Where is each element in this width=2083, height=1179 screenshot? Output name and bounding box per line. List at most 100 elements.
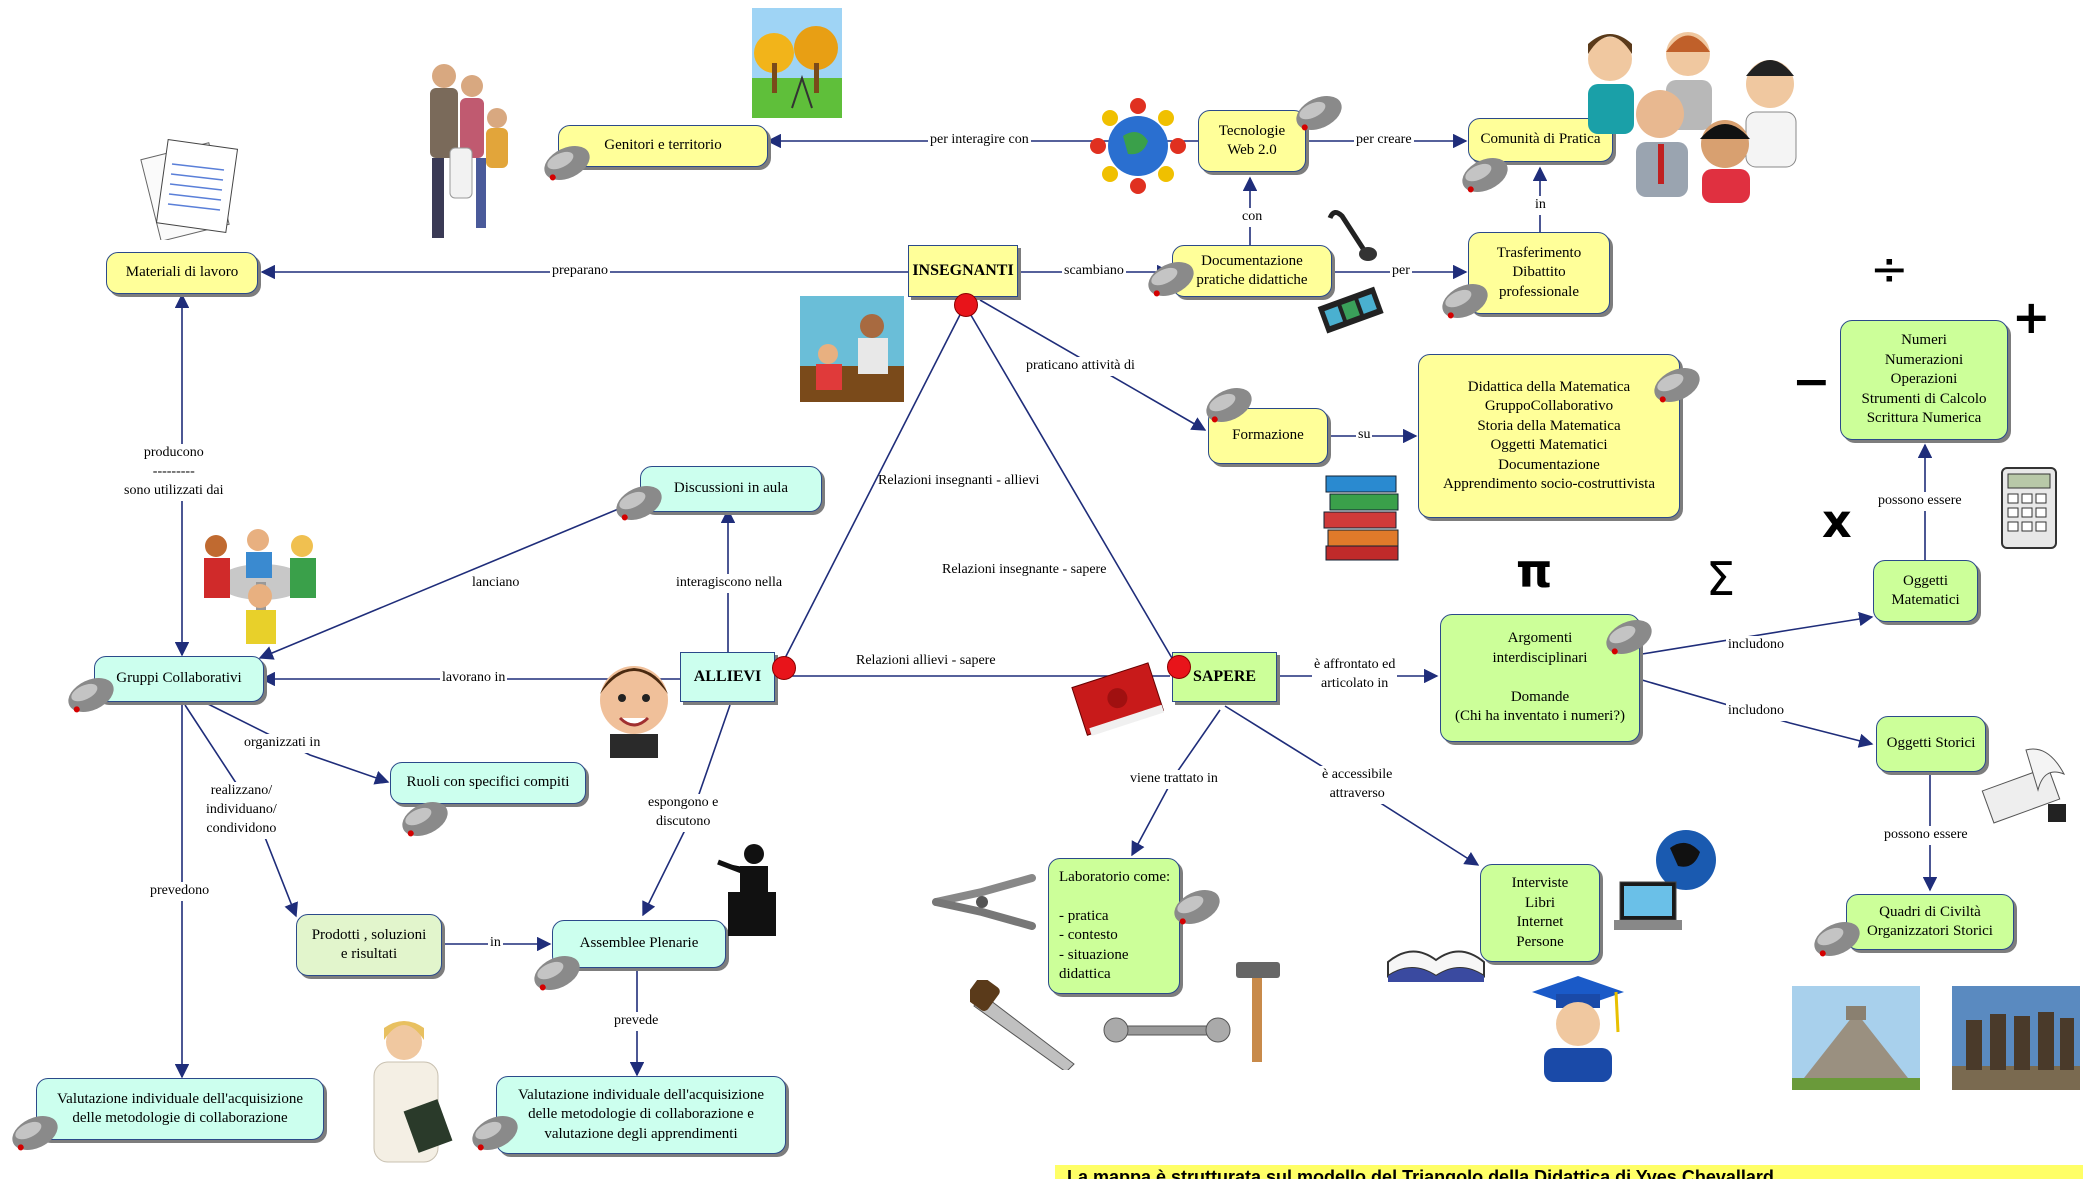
- mouse-icon[interactable]: [396, 796, 454, 842]
- label-viene-trattato: viene trattato in: [1128, 770, 1220, 789]
- edge-triangle-right: [964, 304, 1177, 666]
- label-in-mid: in: [488, 934, 503, 953]
- pi-symbol: π: [1516, 544, 1553, 598]
- mouse-icon[interactable]: [1168, 884, 1226, 930]
- laptop-globe-icon: [1614, 830, 1716, 930]
- divide-symbol: ÷: [1870, 242, 1909, 296]
- plus-symbol: +: [2012, 290, 2051, 344]
- mouse-icon[interactable]: [1808, 916, 1866, 962]
- mouse-icon[interactable]: [528, 950, 586, 996]
- mouse-icon[interactable]: [1290, 90, 1348, 136]
- label-preparano: preparano: [550, 262, 610, 281]
- hub-insegnanti[interactable]: INSEGNANTI: [908, 245, 1018, 297]
- mouse-icon[interactable]: [1456, 152, 1514, 198]
- edge-includono-1: [1641, 611, 1874, 655]
- graduate-icon: [1532, 976, 1624, 1082]
- film-icon: [1317, 286, 1384, 334]
- mouse-icon[interactable]: [6, 1110, 64, 1156]
- mouse-icon[interactable]: [538, 140, 596, 186]
- edge-triangle-left: [779, 304, 966, 669]
- books-icon: [1323, 475, 1399, 561]
- node-prodotti[interactable]: Prodotti , soluzioni e risultati: [296, 914, 442, 976]
- node-valutazione-apprendimenti[interactable]: Valutazione individuale dell'acquisizion…: [496, 1076, 786, 1154]
- node-materiali-lavoro[interactable]: Materiali di lavoro: [106, 252, 258, 294]
- node-valutazione-collaborazione[interactable]: Valutazione individuale dell'acquisizion…: [36, 1078, 324, 1140]
- label-producono: producono --------- sono utilizzati dai: [122, 444, 226, 501]
- label-includono-1: includono: [1726, 636, 1786, 655]
- park-icon: [752, 8, 842, 118]
- boy-face-icon: [600, 666, 668, 758]
- edge-organizzati: [199, 699, 390, 785]
- label-organizzati: organizzati in: [242, 734, 323, 753]
- edge-lanciano: [258, 499, 641, 660]
- node-quadri-civilta[interactable]: Quadri di Civiltà Organizzatori Storici: [1846, 894, 2014, 950]
- label-possono-2: possono essere: [1882, 826, 1970, 845]
- pyramid-photo-icon: [1792, 986, 1920, 1090]
- node-numeri[interactable]: Numeri Numerazioni Operazioni Strumenti …: [1840, 320, 2008, 440]
- label-lanciano: lanciano: [470, 574, 522, 593]
- footer-banner: La mappa è strutturata sul modello del T…: [1055, 1165, 2083, 1179]
- family-icon: [430, 64, 508, 238]
- mouse-icon[interactable]: [1648, 362, 1706, 408]
- node-assemblee-plenarie[interactable]: Assemblee Plenarie: [552, 920, 726, 968]
- node-tecnologie-web[interactable]: Tecnologie Web 2.0: [1198, 110, 1306, 172]
- mouse-icon[interactable]: [1200, 382, 1258, 428]
- node-didattica-matematica[interactable]: Didattica della Matematica GruppoCollabo…: [1418, 354, 1680, 518]
- label-prevedono: prevedono: [148, 882, 212, 901]
- node-interviste[interactable]: Interviste Libri Internet Persone: [1480, 864, 1600, 962]
- node-laboratorio[interactable]: Laboratorio come: - pratica - contesto -…: [1048, 858, 1180, 994]
- label-affrontato: è affrontato ed articolato in: [1312, 656, 1398, 694]
- wrench-icon: [1103, 1017, 1231, 1043]
- professionals-icon: [1588, 32, 1797, 203]
- label-includono-2: includono: [1726, 702, 1786, 721]
- label-espongono: espongono e discutono: [646, 794, 721, 832]
- hammer-icon: [1236, 962, 1280, 1062]
- teacher-student-icon: [800, 296, 904, 402]
- mouse-icon[interactable]: [1142, 256, 1200, 302]
- minus-symbol: −: [1792, 354, 1831, 408]
- red-book-icon: [1071, 662, 1165, 736]
- quill-icon: [1981, 748, 2066, 824]
- globe-people-icon: [1090, 98, 1186, 194]
- label-relazioni-allievi-sapere: Relazioni allievi - sapere: [856, 653, 996, 668]
- calculator-icon: [2001, 467, 2057, 549]
- mouse-icon[interactable]: [62, 672, 120, 718]
- moai-photo-icon: [1952, 986, 2080, 1090]
- mouse-icon[interactable]: [1436, 278, 1494, 324]
- hub-allievi[interactable]: ALLIEVI: [680, 652, 775, 702]
- businesswoman-icon: [373, 1021, 453, 1163]
- node-trasferimento[interactable]: Trasferimento Dibattito professionale: [1468, 232, 1610, 314]
- triangle-vertex-sapere: [1167, 655, 1191, 679]
- open-book-icon: [1387, 950, 1485, 982]
- node-oggetti-matematici[interactable]: Oggetti Matematici: [1873, 560, 1978, 622]
- label-con: con: [1240, 208, 1265, 227]
- label-praticano: praticano attività di: [1024, 357, 1137, 376]
- label-accessibile: è accessibile attraverso: [1320, 766, 1395, 804]
- node-discussioni-aula[interactable]: Discussioni in aula: [640, 466, 822, 512]
- microphone-icon: [1327, 210, 1377, 261]
- triangle-vertex-insegnanti: [954, 293, 978, 317]
- label-interagiscono: interagiscono nella: [674, 574, 785, 593]
- label-per-creare: per creare: [1354, 131, 1414, 150]
- label-realizzano: realizzano/ individuano/ condividono: [204, 782, 279, 839]
- label-lavorano: lavorano in: [440, 669, 508, 688]
- label-relazioni-insegnanti-allievi: Relazioni insegnanti - allievi: [878, 473, 1040, 488]
- mouse-icon[interactable]: [466, 1110, 524, 1156]
- label-su: su: [1356, 426, 1373, 445]
- mouse-icon[interactable]: [610, 480, 668, 526]
- node-argomenti-interdisciplinari[interactable]: Argomenti interdisciplinari Domande (Chi…: [1440, 614, 1640, 742]
- node-ruoli[interactable]: Ruoli con specifici compiti: [390, 762, 586, 804]
- label-relazioni-insegnante-sapere: Relazioni insegnante - sapere: [942, 562, 1107, 577]
- saw-icon: [970, 980, 1075, 1070]
- triangle-vertex-allievi: [772, 656, 796, 680]
- speaker-icon: [717, 844, 776, 936]
- label-per-interagire: per interagire con: [928, 131, 1031, 150]
- node-genitori-territorio[interactable]: Genitori e territorio: [558, 125, 768, 167]
- label-scambiano: scambiano: [1062, 262, 1126, 281]
- mouse-icon[interactable]: [1600, 614, 1658, 660]
- label-per: per: [1390, 262, 1412, 281]
- node-documentazione[interactable]: Documentazione pratiche didattiche: [1172, 245, 1332, 297]
- node-gruppi-collaborativi[interactable]: Gruppi Collaborativi: [94, 656, 264, 702]
- times-symbol: x: [1822, 494, 1852, 548]
- node-oggetti-storici[interactable]: Oggetti Storici: [1876, 716, 1986, 772]
